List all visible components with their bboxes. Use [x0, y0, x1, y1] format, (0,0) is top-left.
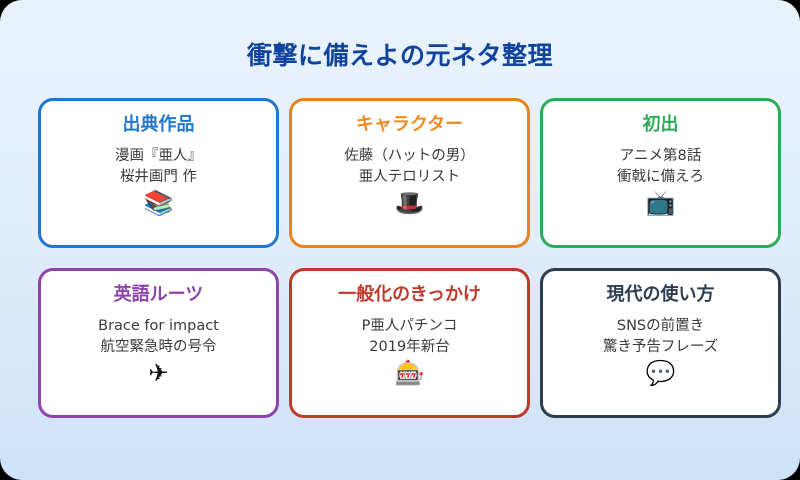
card-title: キャラクター — [355, 114, 464, 135]
card-body-line-1: 漫画『亜人』 — [115, 147, 202, 164]
card-body-line-2: 桜井画門 作 — [119, 168, 198, 185]
card-grid: 出典作品 漫画『亜人』 桜井画門 作 📚 キャラクター 佐藤（ハットの男） 亜人… — [38, 98, 782, 418]
card-title: 出典作品 — [122, 114, 195, 135]
page-title: 衝撃に備えよの元ネタ整理 — [246, 40, 553, 70]
card-body-line-1: Brace for impact — [98, 317, 219, 334]
card-title: 初出 — [642, 114, 679, 135]
books-icon: 📚 — [143, 188, 174, 217]
card-body-line-1: SNSの前置き — [616, 317, 705, 334]
card-body-line-2: 驚き予告フレーズ — [602, 338, 719, 355]
card-title: 現代の使い方 — [606, 284, 715, 305]
card-english-roots: 英語ルーツ Brace for impact 航空緊急時の号令 ✈ — [38, 268, 279, 418]
card-body-line-1: 佐藤（ハットの男） — [344, 147, 475, 164]
card-character: キャラクター 佐藤（ハットの男） 亜人テロリスト 🎩 — [289, 98, 530, 248]
speech-balloon-icon: 💬 — [645, 358, 676, 387]
card-body-line-1: P亜人パチンコ — [361, 317, 458, 334]
card-body-line-1: アニメ第8話 — [619, 147, 702, 164]
card-title: 英語ルーツ — [113, 284, 204, 305]
card-body: Brace for impact 航空緊急時の号令 — [98, 316, 219, 358]
television-icon: 📺 — [645, 188, 676, 217]
card-body-line-2: 衝戟に備えろ — [617, 168, 704, 185]
card-body: アニメ第8話 衝戟に備えろ — [617, 146, 704, 188]
card-body: 漫画『亜人』 桜井画門 作 — [115, 146, 202, 188]
card-body: P亜人パチンコ 2019年新台 — [362, 316, 458, 358]
airplane-icon: ✈ — [148, 358, 169, 387]
top-hat-icon: 🎩 — [394, 188, 425, 217]
card-modern-usage: 現代の使い方 SNSの前置き 驚き予告フレーズ 💬 — [540, 268, 781, 418]
card-popularization-trigger: 一般化のきっかけ P亜人パチンコ 2019年新台 🎰 — [289, 268, 530, 418]
slot-machine-icon: 🎰 — [394, 358, 425, 387]
card-source-work: 出典作品 漫画『亜人』 桜井画門 作 📚 — [38, 98, 279, 248]
card-title: 一般化のきっかけ — [338, 284, 481, 305]
card-first-appearance: 初出 アニメ第8話 衝戟に備えろ 📺 — [540, 98, 781, 248]
card-body-line-2: 航空緊急時の号令 — [100, 338, 217, 355]
card-body-line-2: 亜人テロリスト — [358, 168, 461, 185]
card-body: 佐藤（ハットの男） 亜人テロリスト — [344, 146, 475, 188]
card-body: SNSの前置き 驚き予告フレーズ — [603, 316, 718, 358]
card-body-line-2: 2019年新台 — [369, 338, 450, 355]
